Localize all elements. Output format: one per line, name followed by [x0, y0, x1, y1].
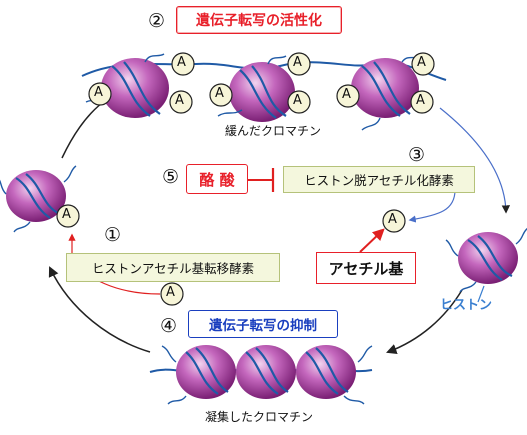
loose-chromatin-label: 緩んだクロマチン	[225, 124, 322, 138]
histone-label: ヒストン	[440, 298, 493, 313]
acetyl-circle	[411, 52, 435, 76]
acetyl-circle	[336, 84, 360, 108]
acetyl-letter: A	[175, 93, 184, 108]
acetyl-circle	[410, 90, 434, 114]
acetyl-letter: A	[177, 55, 186, 70]
nucleosome-bottom-2	[236, 345, 296, 399]
step-number-1: ①	[104, 224, 122, 246]
nucleosome-top-1	[101, 58, 169, 118]
acetyl-letter: A	[388, 212, 397, 227]
cycle-arrow-bottom-right	[386, 289, 463, 354]
acetyl-letter: A	[215, 86, 224, 101]
acetyl-circle	[209, 83, 233, 107]
condensed-chromatin-label: 凝集したクロマチン	[205, 410, 314, 424]
acetyl-letter: A	[94, 85, 103, 100]
hat-enzyme-label: ヒストンアセチル基転移酵素	[66, 253, 280, 282]
acetyl-letter: A	[416, 93, 425, 108]
acetyl-circle	[287, 90, 311, 114]
acetyl-letter: A	[166, 285, 175, 300]
acetyl-circle	[382, 209, 406, 233]
acetyl-letter: A	[342, 87, 351, 102]
acetyl-letter: A	[417, 55, 426, 70]
acetyl-circle	[88, 82, 112, 106]
step-number-5: ⑤	[162, 166, 180, 188]
acetyl-letter: A	[62, 207, 71, 222]
histone-tails-bottom	[161, 345, 373, 405]
nucleosome-bottom-3	[296, 345, 356, 399]
nucleosome-top-3	[351, 58, 419, 118]
hdac-enzyme-label: ヒストン脱アセチル化酵素	[283, 166, 475, 193]
nucleosome-top-2	[229, 62, 295, 122]
acetyl-release-arrow	[408, 189, 456, 223]
nucleosome-bottom-1	[176, 345, 236, 399]
nucleosome-right	[445, 227, 527, 293]
step-number-3: ③	[408, 144, 426, 166]
step-number-2: ②	[148, 10, 166, 32]
acetyl-circle	[171, 52, 195, 76]
nucleosome-left	[0, 165, 77, 233]
acetyl-circle	[56, 204, 80, 228]
acetyl-circle	[169, 90, 193, 114]
acetyl-group-label: アセチル基	[316, 252, 416, 284]
acetyl-circle	[287, 52, 311, 76]
acetyl-letter: A	[293, 93, 302, 108]
gene-activation-label: 遺伝子転写の活性化	[176, 6, 342, 34]
acetyl-marks	[56, 52, 435, 306]
acetyl-letter: A	[293, 55, 302, 70]
histone-tails-top	[85, 53, 421, 131]
gene-repression-label: 遺伝子転写の抑制	[188, 310, 338, 338]
step-number-4: ④	[160, 315, 178, 337]
acetyl-circle	[160, 282, 184, 306]
histone-label-arrow	[477, 285, 485, 303]
acetyl-group-arrow	[359, 228, 385, 253]
butyrate-label: 酪 酸	[186, 164, 248, 194]
cycle-arrow-bottom-left	[48, 266, 151, 353]
cycle-arrow-right-down	[439, 107, 511, 214]
